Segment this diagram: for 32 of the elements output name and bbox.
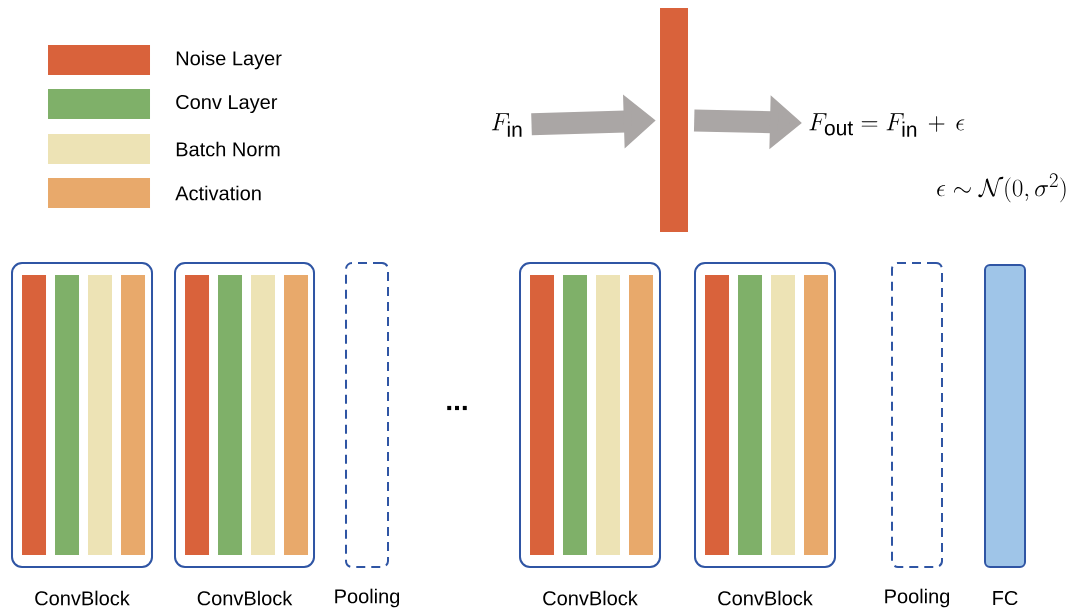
formula: $F_{\mathrm{out}} = F_{\mathrm{in}} \,+\, \epsilon$ — [809, 113, 965, 137]
noise-layer-bar — [660, 8, 688, 232]
layer-bar — [55, 275, 79, 555]
legend-label: Activation — [175, 185, 261, 201]
layer-bar — [218, 275, 242, 555]
layer-bar — [771, 275, 795, 555]
legend-label: Conv Layer — [176, 94, 278, 114]
block-label: Pooling — [335, 588, 400, 608]
block-label: ConvBlock — [718, 590, 813, 606]
layer-bar — [629, 275, 653, 555]
layer-bar — [251, 275, 275, 555]
layer-bar — [284, 275, 308, 555]
layer-bar — [22, 275, 46, 555]
block-label: ConvBlock — [543, 590, 638, 606]
legend-label: Noise Layer — [176, 50, 282, 70]
legend-label: Batch Norm — [176, 141, 280, 157]
layer-bar — [563, 275, 587, 555]
layer-bar — [705, 275, 729, 555]
layer-bar — [596, 275, 620, 555]
block-label: FC — [993, 590, 1018, 606]
ellipsis: ... — [447, 405, 467, 411]
layer-bar — [88, 275, 112, 555]
layer-bar — [738, 275, 762, 555]
layer-bar — [530, 275, 554, 555]
block-label: Pooling — [885, 588, 950, 608]
formula: $\epsilon \sim \mathcal{N}(0,\sigma^2)$ — [937, 173, 1066, 203]
layer-bar — [804, 275, 828, 555]
block-label: ConvBlock — [197, 590, 293, 606]
block-label: ConvBlock — [35, 590, 130, 606]
layer-bar — [121, 275, 145, 555]
layer-bar — [185, 275, 209, 555]
formula: $F_{\mathrm{in}}$ — [491, 113, 522, 137]
